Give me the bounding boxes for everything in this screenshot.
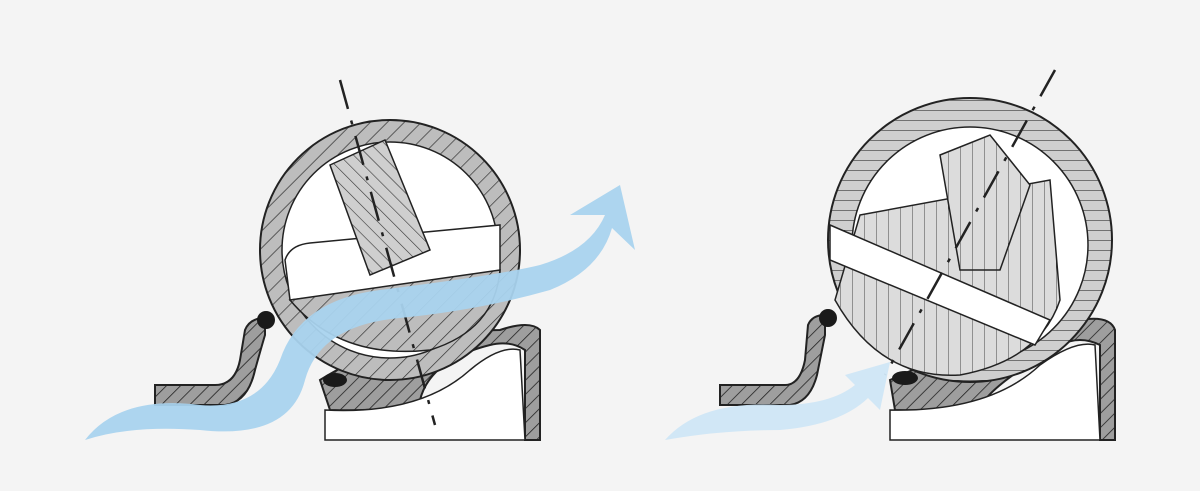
flow-arrow-blocked — [665, 362, 890, 440]
outlet-insert — [324, 348, 526, 441]
outlet-insert — [889, 343, 1101, 441]
valve-open — [85, 79, 635, 441]
ball-seal-top — [819, 309, 837, 327]
axis-line — [883, 69, 1057, 376]
ball-seal-top — [257, 311, 275, 329]
flow-arrow-full — [85, 185, 635, 440]
valve-body-left — [154, 316, 266, 406]
ball-seal-bottom — [323, 373, 347, 387]
axis-line — [338, 79, 437, 426]
stem — [329, 138, 431, 276]
ball-seal-bottom — [892, 371, 918, 385]
valve-body-left — [719, 313, 826, 406]
ball-bore-wall — [829, 223, 1052, 346]
valve-closed — [665, 69, 1116, 441]
